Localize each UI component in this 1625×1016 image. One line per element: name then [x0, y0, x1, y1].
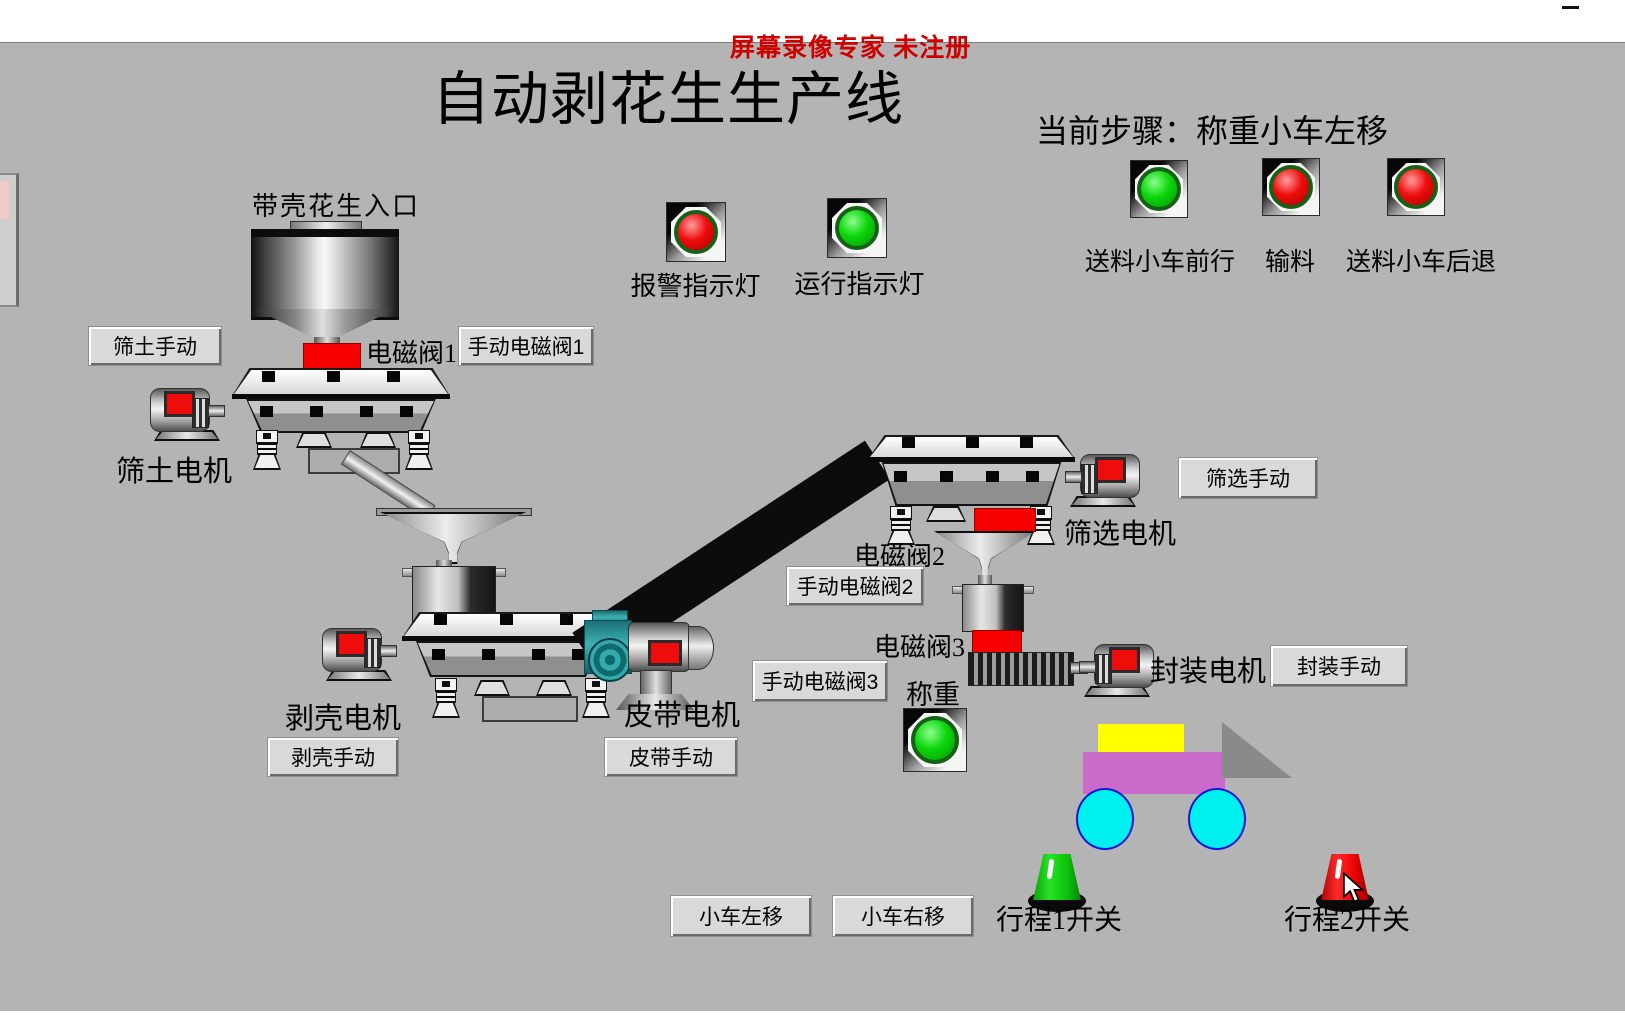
inlet-label: 带壳花生入口 [252, 192, 421, 221]
sift-motor-graphic [150, 384, 228, 442]
belt-motor-label: 皮带电机 [624, 700, 741, 732]
belt-manual-button[interactable]: 皮带手动 [604, 737, 738, 777]
minimize-icon[interactable] [1562, 6, 1579, 9]
belt-pedestal-base [616, 694, 694, 710]
pack-manual-button[interactable]: 封装手动 [1270, 645, 1408, 687]
weigh-grinder [962, 584, 1024, 632]
cart-load-block [1098, 724, 1184, 752]
red-led-icon [674, 210, 718, 254]
weigh-funnel-tube [978, 575, 992, 585]
feed-cart-forward-light [1130, 160, 1188, 218]
green-cone-icon [1033, 854, 1081, 900]
red-led-icon [1269, 165, 1313, 209]
valve2-solenoid [974, 508, 1036, 532]
left-edge-partial-panel-content [0, 181, 9, 219]
motor-red-plate [1095, 457, 1126, 483]
limit2-label: 行程2开关 [1284, 905, 1411, 936]
alarm-indicator-label: 报警指示灯 [630, 272, 761, 301]
sieve-screen-machine [868, 435, 1075, 545]
sieve-motor-label: 筛选电机 [1064, 519, 1177, 550]
sieve-manual-button[interactable]: 筛选手动 [1178, 457, 1318, 499]
motor-red-plate [164, 391, 195, 417]
green-led-icon [835, 206, 879, 250]
sift-motor-label: 筛土电机 [116, 456, 233, 488]
shell-manual-button[interactable]: 剥壳手动 [267, 737, 399, 777]
feed-cart-back-label: 送料小车后退 [1346, 249, 1497, 276]
valve3-manual-button[interactable]: 手动电磁阀3 [752, 660, 888, 702]
gearbox-wheel-icon [588, 638, 632, 682]
belt-motor-cap [688, 626, 714, 670]
screw-conveyor [968, 652, 1074, 686]
feed-light [1262, 158, 1320, 216]
cart-wheel-right [1188, 788, 1246, 850]
pack-motor-label: 封装电机 [1150, 656, 1267, 688]
mouse-cursor [1343, 872, 1365, 903]
weigh-label: 称重 [906, 680, 960, 710]
feed-cart-back-light [1387, 158, 1445, 216]
belt-pedestal [640, 670, 672, 698]
cart-body [1083, 752, 1225, 794]
cart-wheel-left [1076, 788, 1134, 850]
feed-label: 输料 [1264, 249, 1315, 276]
valve1-label: 电磁阀1 [366, 339, 458, 368]
limit-switch-1[interactable] [1028, 852, 1086, 914]
cart-left-button[interactable]: 小车左移 [670, 895, 812, 937]
sift-manual-button[interactable]: 筛土手动 [88, 326, 222, 366]
cart-right-button[interactable]: 小车右移 [832, 895, 974, 937]
hopper-throat [314, 337, 340, 344]
valve3-label: 电磁阀3 [874, 633, 966, 662]
limit1-label: 行程1开关 [996, 905, 1123, 936]
shell-motor-graphic [322, 624, 400, 682]
weigh-light [903, 708, 967, 772]
valve2-manual-button[interactable]: 手动电磁阀2 [786, 566, 924, 606]
green-led-icon [911, 716, 959, 764]
pack-motor-graphic [1076, 640, 1154, 698]
hopper-cylinder [251, 229, 399, 320]
red-led-icon [1394, 165, 1438, 209]
sieve-motor-graphic [1062, 450, 1140, 508]
current-step-text: 当前步骤：称重小车左移 [1036, 113, 1389, 149]
recorder-watermark: 屏幕录像专家 未注册 [730, 35, 972, 62]
valve1-solenoid [303, 343, 361, 371]
run-indicator-label: 运行指示灯 [794, 270, 925, 299]
funnel-tube [436, 560, 452, 568]
motor-red-plate [1109, 647, 1140, 673]
motor-red-plate [336, 631, 367, 657]
sift-screen-machine [232, 368, 450, 474]
shell-motor-label: 剥壳电机 [285, 703, 402, 735]
shell-screen-machine [402, 612, 614, 722]
alarm-indicator-light [666, 202, 726, 262]
page-title: 自动剥花生生产线 [432, 67, 905, 132]
motor-red-plate [648, 640, 682, 666]
green-led-icon [1137, 167, 1181, 211]
valve1-manual-button[interactable]: 手动电磁阀1 [458, 326, 594, 366]
run-indicator-light [827, 198, 887, 258]
feed-cart-forward-label: 送料小车前行 [1085, 249, 1236, 276]
